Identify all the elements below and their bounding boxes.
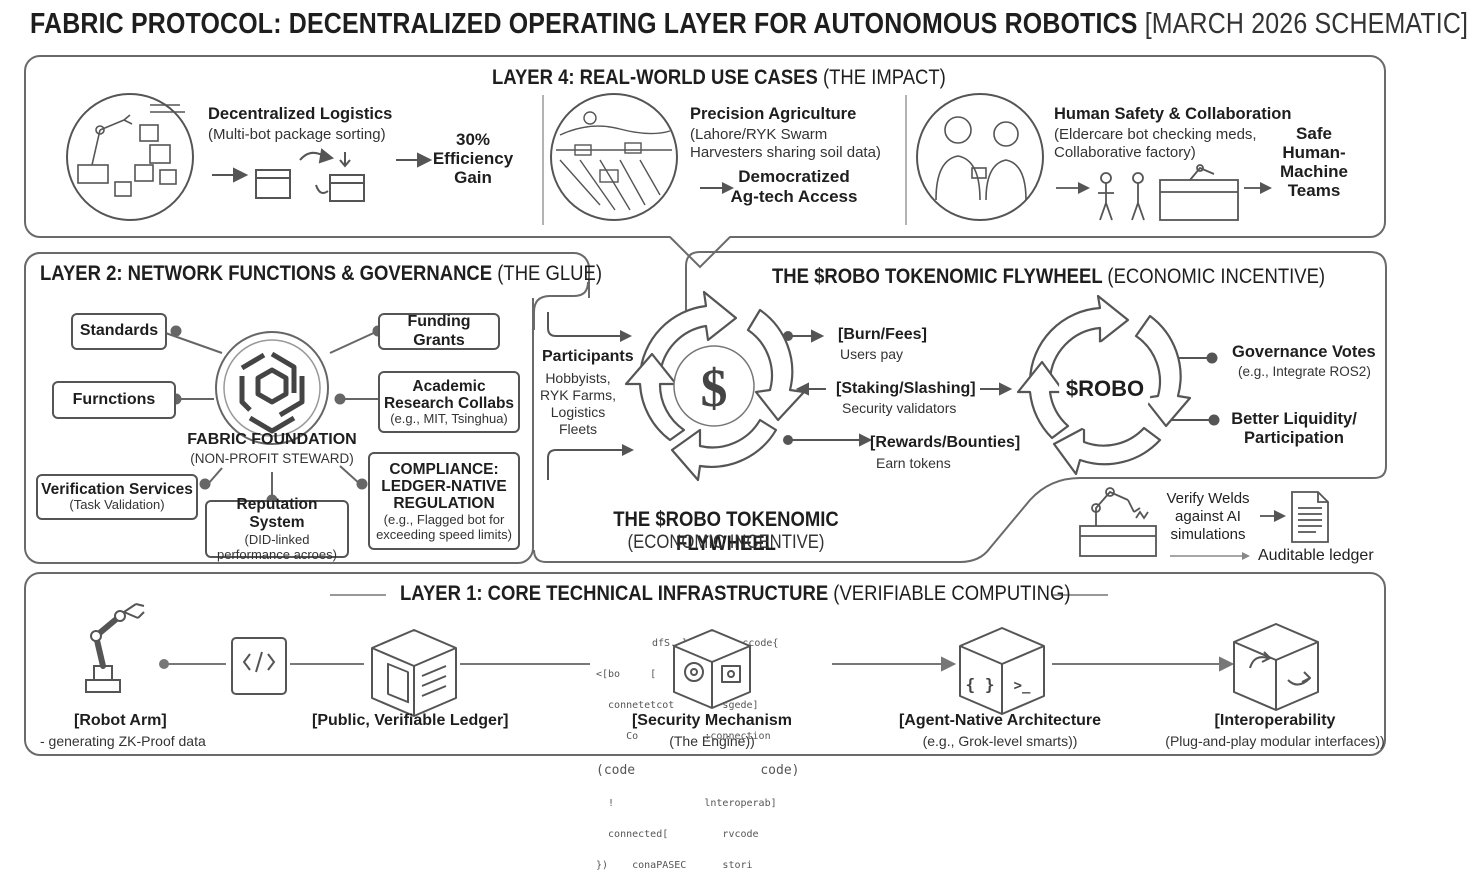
case-logistics-outcome: 30% Efficiency Gain bbox=[432, 130, 514, 187]
academic-collabs-box: Academic Research Collabs (e.g., MIT, Ts… bbox=[378, 371, 520, 433]
interoperability-title: [Interoperability bbox=[1214, 712, 1336, 729]
participants-desc: Hobbyists, RYK Farms, Logistics Fleets bbox=[540, 370, 616, 437]
agent-native-desc: (e.g., Grok-level smarts)) bbox=[922, 733, 1078, 749]
layer1-flow-connectors bbox=[159, 656, 1235, 672]
svg-text:{ }: { } bbox=[966, 675, 995, 694]
layer1-heading: LAYER 1: CORE TECHNICAL INFRASTRUCTURE (… bbox=[400, 582, 1071, 605]
security-desc: (The Engine)) bbox=[669, 733, 755, 749]
flywheel-panel-outline bbox=[533, 251, 1387, 563]
robo-token-wheel-icon bbox=[1016, 294, 1192, 476]
flywheel-heading: THE $ROBO TOKENOMIC FLYWHEEL (ECONOMIC I… bbox=[772, 265, 1326, 288]
flywheel-lower-subheading: (ECONOMIC INCENTIVE) bbox=[627, 532, 825, 553]
flywheel-lower-heading: THE $ROBO TOKENOMIC FLYWHEEL bbox=[613, 508, 839, 555]
robot-arm-desc: - generating ZK-Proof data bbox=[40, 733, 206, 749]
eldercare-icon bbox=[916, 93, 1044, 221]
ledger-title: [Public, Verifiable Ledger] bbox=[312, 712, 509, 729]
rewards-desc: Earn tokens bbox=[876, 455, 951, 471]
compliance-box: COMPLIANCE: LEDGER-NATIVE REGULATION (e.… bbox=[368, 452, 520, 550]
code-document-icon bbox=[231, 637, 287, 695]
case-agri-outcome: Democratized Ag-tech Access bbox=[730, 167, 858, 206]
rewards-title: [Rewards/Bounties] bbox=[870, 434, 1021, 451]
svg-text:>_: >_ bbox=[1014, 678, 1031, 694]
case-logistics-title: Decentralized Logistics bbox=[208, 105, 393, 123]
burn-fees-title: [Burn/Fees] bbox=[838, 326, 927, 343]
layer1-heading-rules bbox=[330, 594, 1108, 596]
agri-arrow bbox=[700, 182, 734, 194]
better-liquidity-label: Better Liquidity/ Participation bbox=[1231, 410, 1357, 447]
fabric-foundation-logo-icon bbox=[215, 331, 329, 445]
layer4-panel bbox=[24, 55, 1386, 238]
dollar-flywheel-icon: $ bbox=[624, 290, 806, 482]
robot-arm-title: [Robot Arm] bbox=[74, 712, 167, 729]
case-safety-desc: (Eldercare bot checking meds, Collaborat… bbox=[1054, 126, 1257, 161]
layer2-heading-tab bbox=[24, 252, 590, 298]
code-cube-icon: { } >_ bbox=[959, 627, 1045, 715]
burn-fees-desc: Users pay bbox=[840, 346, 904, 362]
warehouse-robot-icon bbox=[66, 93, 194, 221]
verification-services-box: Verification Services (Task Validation) bbox=[36, 474, 198, 520]
case-agri-title: Precision Agriculture bbox=[690, 105, 857, 123]
case-logistics-desc: (Multi-bot package sorting) bbox=[208, 126, 386, 143]
security-title: [Security Mechanism bbox=[631, 712, 793, 729]
layer2-heading: LAYER 2: NETWORK FUNCTIONS & GOVERNANCE … bbox=[40, 262, 602, 285]
layer4-heading: LAYER 4: REAL-WORLD USE CASES (THE IMPAC… bbox=[492, 66, 946, 89]
governance-votes-title: Governance Votes bbox=[1232, 343, 1376, 361]
flywheel-arrows bbox=[783, 329, 1220, 447]
governance-votes-desc: (e.g., Integrate ROS2) bbox=[1238, 364, 1371, 379]
layer4-dividers bbox=[542, 95, 907, 225]
title-main: FABRIC PROTOCOL: DECENTRALIZED OPERATING… bbox=[30, 8, 1138, 40]
security-cube-icon bbox=[673, 629, 751, 709]
agent-native-title: [Agent-Native Architecture bbox=[898, 712, 1102, 729]
title-suffix: [MARCH 2026 SCHEMATIC] bbox=[1144, 8, 1468, 40]
participants-title: Participants bbox=[542, 348, 634, 365]
logistics-flow-graphic bbox=[212, 148, 433, 202]
robot-arm-icon bbox=[85, 603, 145, 693]
case-agri-desc: (Lahore/RYK Swarm Harvesters sharing soi… bbox=[690, 126, 881, 161]
weld-verification-icon bbox=[1079, 487, 1329, 560]
standards-box: Standards bbox=[71, 313, 167, 350]
ledger-cube-icon bbox=[371, 629, 457, 717]
foundation-title: FABRIC FOUNDATION bbox=[187, 431, 357, 448]
layer2-tab-curve bbox=[533, 281, 589, 330]
reputation-system-box: Reputation System (DID-linked performanc… bbox=[205, 496, 349, 562]
foundation-subtitle: (NON-PROFIT STEWARD) bbox=[190, 451, 354, 466]
case-safety-title: Human Safety & Collaboration bbox=[1054, 105, 1292, 123]
participant-arrows bbox=[547, 312, 634, 480]
farm-field-icon bbox=[550, 93, 678, 221]
robo-token-label: $ROBO bbox=[1065, 376, 1145, 401]
weld-verification-text: Verify Welds against AI simulations bbox=[1166, 490, 1250, 543]
auditable-ledger-label: Auditable ledger bbox=[1258, 547, 1374, 564]
staking-title: [Staking/Slashing] bbox=[836, 380, 976, 397]
interop-cube-icon bbox=[1233, 623, 1319, 711]
case-safety-outcome: Safe Human- Machine Teams bbox=[1279, 124, 1349, 200]
staking-desc: Security validators bbox=[842, 400, 957, 416]
safety-flow-graphic bbox=[1056, 164, 1272, 221]
funding-grants-box: Funding Grants bbox=[378, 313, 500, 350]
dollar-sign-icon: $ bbox=[701, 358, 728, 418]
interoperability-desc: (Plug-and-play modular interfaces)) bbox=[1165, 733, 1385, 749]
functions-box: Furnctions bbox=[52, 381, 176, 419]
page-title: FABRIC PROTOCOL: DECENTRALIZED OPERATING… bbox=[30, 8, 1468, 48]
